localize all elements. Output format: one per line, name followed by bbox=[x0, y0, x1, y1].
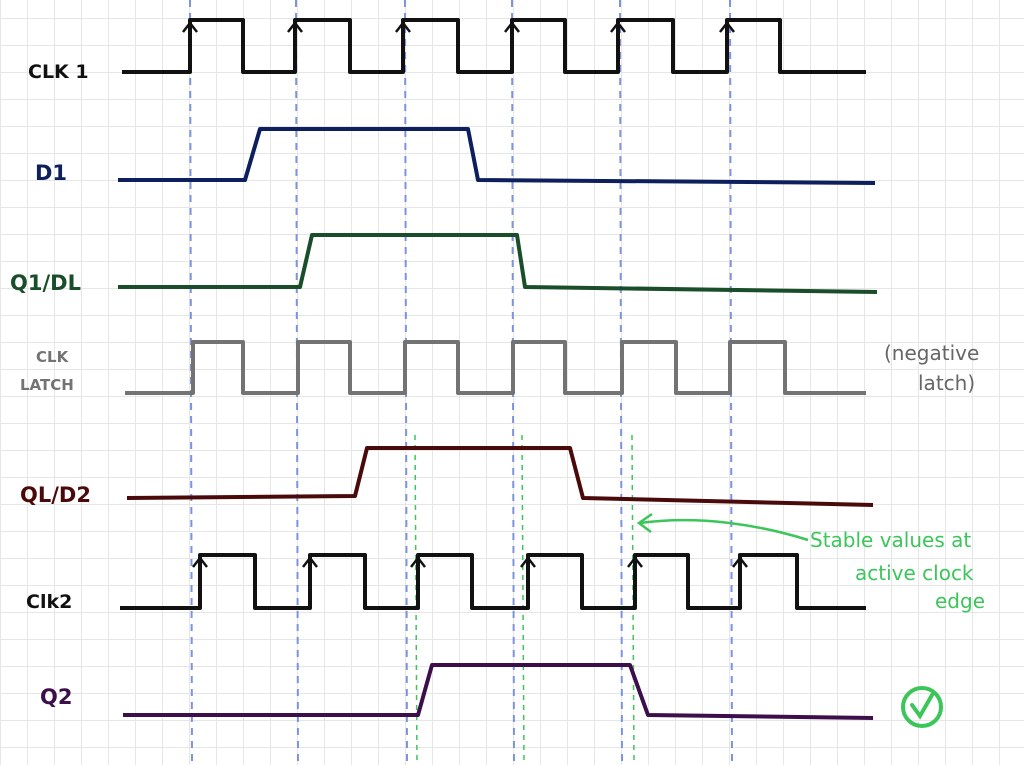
label-d1: D1 bbox=[35, 161, 67, 185]
stable-note-arrow bbox=[639, 518, 809, 542]
stable-note-line3: edge bbox=[935, 589, 985, 613]
rising-edge-arrow-icon bbox=[719, 20, 735, 33]
rising-edge-arrow-icon bbox=[192, 555, 208, 568]
clk1-waveform bbox=[122, 18, 866, 74]
clock-edge-guides bbox=[189, 0, 733, 765]
label-clk-latch-line1: CLK bbox=[36, 348, 70, 366]
arrowhead-icon bbox=[636, 512, 653, 533]
label-ql-d2: QL/D2 bbox=[20, 483, 91, 507]
ql-d2-waveform bbox=[126, 446, 874, 507]
latch-note-line1: (negative bbox=[884, 341, 979, 365]
stable-guide-line bbox=[521, 434, 525, 765]
clk2-edge-arrows bbox=[192, 555, 748, 568]
label-q1-dl: Q1/DL bbox=[10, 271, 81, 295]
latch-note-line2: latch) bbox=[918, 371, 975, 395]
rising-edge-arrow-icon bbox=[504, 20, 520, 33]
label-clk2: Clk2 bbox=[26, 591, 72, 613]
clk1-edge-arrows bbox=[182, 20, 735, 33]
label-clk1: CLK 1 bbox=[28, 61, 89, 83]
q2-waveform bbox=[123, 663, 874, 720]
rising-edge-arrow-icon bbox=[410, 555, 426, 568]
clk-latch-waveform bbox=[125, 340, 866, 395]
rising-edge-arrow-icon bbox=[627, 555, 643, 568]
label-clk-latch-line2: LATCH bbox=[20, 376, 74, 394]
clk2-waveform bbox=[120, 553, 866, 610]
rising-edge-arrow-icon bbox=[302, 555, 318, 568]
d1-waveform bbox=[118, 127, 876, 185]
rising-edge-arrow-icon bbox=[732, 555, 748, 568]
stable-note-line1: Stable values at bbox=[810, 528, 971, 552]
rising-edge-arrow-icon bbox=[610, 20, 626, 33]
rising-edge-arrow-icon bbox=[182, 20, 198, 33]
label-q2: Q2 bbox=[40, 685, 72, 709]
q1-dl-waveform bbox=[118, 233, 878, 294]
stable-value-guides bbox=[414, 434, 635, 765]
rising-edge-arrow-icon bbox=[395, 20, 411, 33]
rising-edge-arrow-icon bbox=[287, 20, 303, 33]
rising-edge-arrow-icon bbox=[520, 555, 536, 568]
stable-note-line2: active clock bbox=[855, 561, 974, 585]
check-circle-icon bbox=[901, 686, 943, 728]
